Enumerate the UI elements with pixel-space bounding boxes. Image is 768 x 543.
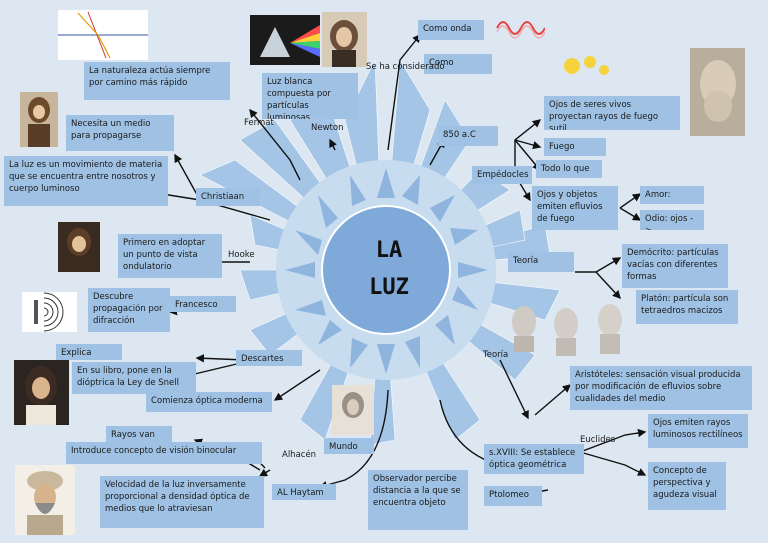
label-empedocles: Empédocles xyxy=(472,166,532,184)
label-teoria-2: Teoría xyxy=(483,350,509,360)
box-primero: Primero en adoptar un punto de vista ond… xyxy=(118,234,222,278)
box-ojos-emiten: Ojos emiten rayos luminosos rectilíneos xyxy=(648,414,748,448)
box-velocidad: Velocidad de la luz inversamente proporc… xyxy=(100,476,264,528)
diffraction-image xyxy=(22,292,77,332)
box-como: Como xyxy=(424,54,492,74)
box-odio: Odio: ojos -> xyxy=(640,210,704,230)
box-naturaleza: La naturaleza actúa siempre por camino m… xyxy=(84,62,230,100)
box-todo: Todo lo que xyxy=(536,160,602,178)
center-title-line1: LA xyxy=(375,238,403,263)
box-ojos-objetos: Ojos y objetos emiten efluvios de fuego xyxy=(532,186,618,230)
label-ptolomeo: Ptolomeo xyxy=(484,486,542,506)
al-haytam-portrait-image xyxy=(15,465,75,535)
label-explica: Explica xyxy=(56,344,122,360)
alhacen-portrait-image xyxy=(332,385,374,435)
newton-portrait-image xyxy=(322,12,367,67)
box-aristoteles: Aristóteles: sensación visual producida … xyxy=(570,366,752,410)
descartes-portrait-image xyxy=(14,360,69,425)
label-teoria-1: Teoría xyxy=(508,252,574,272)
box-fuego: Fuego xyxy=(544,138,606,156)
wave-image xyxy=(496,21,545,39)
box-comienza: Comienza óptica moderna xyxy=(146,392,272,412)
box-en-su-libro: En su libro, pone en la dióptrica la Ley… xyxy=(72,362,196,394)
box-platon: Platón: partícula son tetraedros macizos xyxy=(636,290,738,324)
label-fermat: Fermat xyxy=(244,118,274,128)
label-850-ac: 850 a.C xyxy=(438,126,498,146)
label-newton: Newton xyxy=(311,123,344,133)
label-euclides: Euclides xyxy=(580,435,616,445)
label-alhacen: Alhacén xyxy=(282,450,317,460)
label-se-ha-considerado: Se ha considerado xyxy=(366,62,445,72)
label-mundo: Mundo xyxy=(324,438,374,454)
label-descartes: Descartes 1637 xyxy=(236,350,302,366)
box-amor: Amor: xyxy=(640,186,704,204)
christiaan-portrait-image xyxy=(20,92,58,147)
refraction-diagram-image xyxy=(58,10,148,60)
label-descartes-name: Descartes xyxy=(241,354,284,364)
label-christiaan: Christiaan xyxy=(196,188,260,206)
label-francesco: Francesco xyxy=(170,296,236,312)
box-movimiento: La luz es un movimiento de materia que s… xyxy=(4,156,168,206)
box-concepto: Concepto de perspectiva y agudeza visual xyxy=(648,462,726,510)
box-descubre: Descubre propagación por difracción xyxy=(88,288,170,332)
prism-image xyxy=(250,15,320,65)
empedocles-bust-image xyxy=(690,48,745,136)
box-introduce: Introduce concepto de visión binocular xyxy=(66,442,262,464)
box-ojos-seres: Ojos de seres vivos proyectan rayos de f… xyxy=(544,96,680,130)
box-como-onda: Como onda xyxy=(418,20,484,40)
label-al-haytam: AL Haytam xyxy=(272,484,336,500)
particles-image xyxy=(564,56,609,75)
label-rayos-van: Rayos van xyxy=(106,426,172,442)
label-hooke: Hooke xyxy=(228,250,255,260)
hooke-portrait-image xyxy=(58,222,100,272)
box-necesita: Necesita un medio para propagarse xyxy=(66,115,174,151)
greek-busts-image xyxy=(512,304,622,356)
box-luz-blanca: Luz blanca compuesta por partículas lumi… xyxy=(262,73,358,119)
center-title-line2: LUZ xyxy=(369,275,409,300)
box-democrito: Demócrito: partículas vacías con diferen… xyxy=(622,244,728,288)
label-sxviii: s.XVIII: Se establece óptica geométrica xyxy=(484,444,584,474)
box-observador: Observador percibe distancia a la que se… xyxy=(368,470,468,530)
